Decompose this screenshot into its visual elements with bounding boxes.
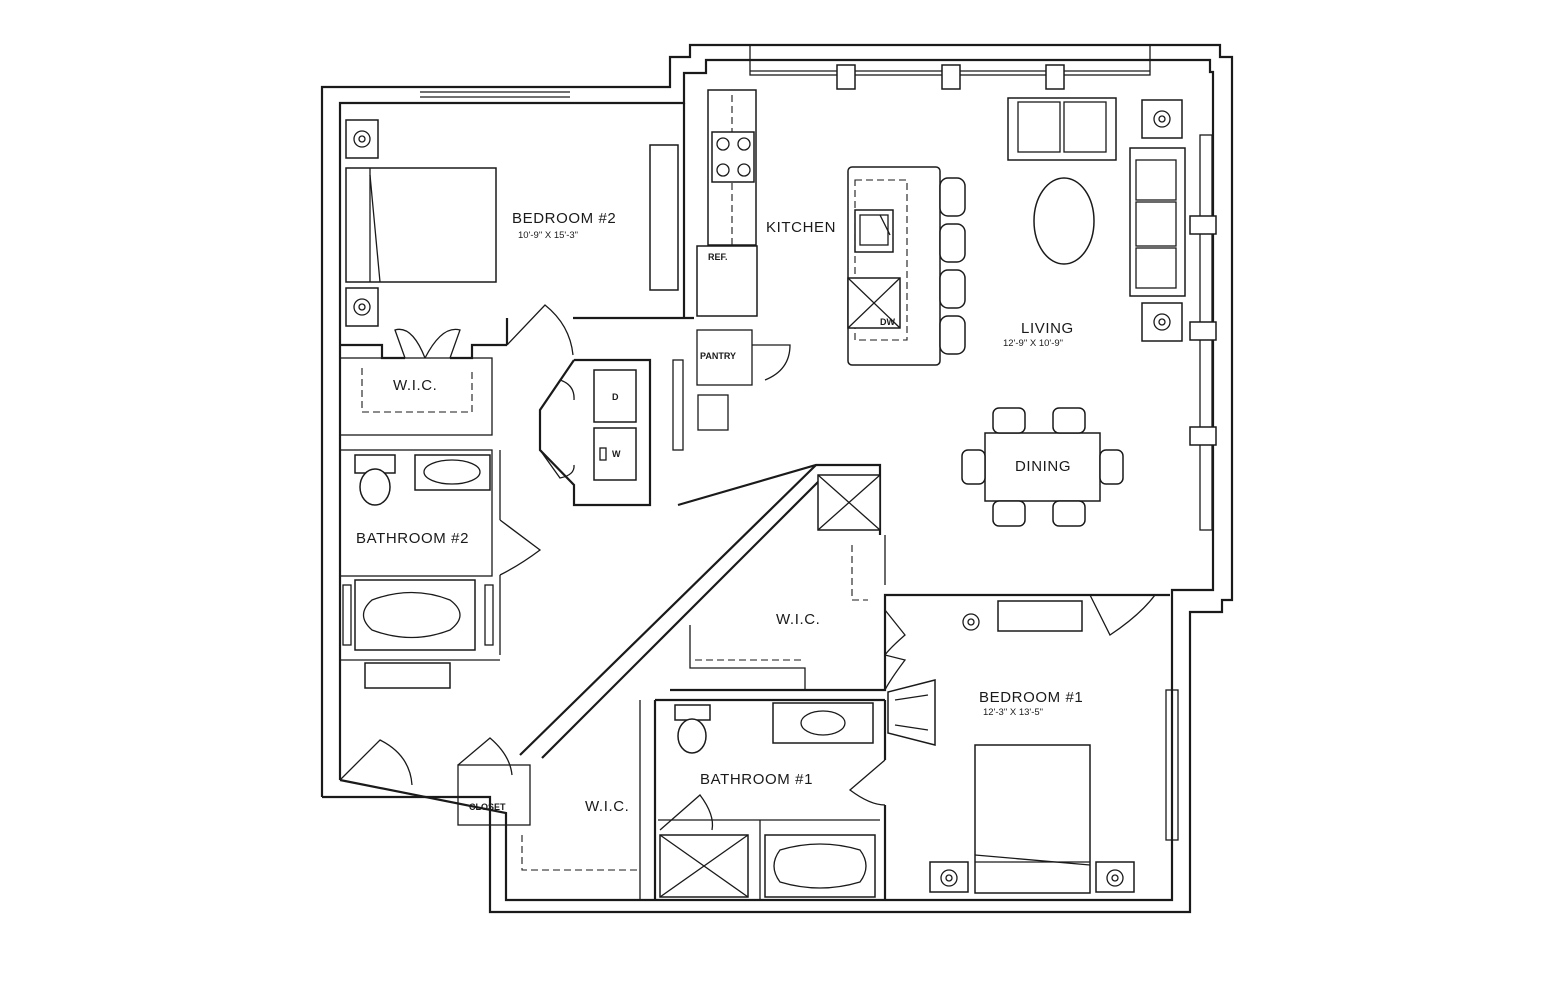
kitchen-island bbox=[847, 166, 941, 366]
bathroom2-name: BATHROOM #2 bbox=[356, 530, 469, 547]
dresser bbox=[649, 144, 679, 291]
bedroom2-size: 10'-9" X 15'-3" bbox=[518, 230, 578, 241]
bed bbox=[974, 744, 1091, 894]
bedroom2-name: BEDROOM #2 bbox=[512, 210, 616, 227]
refrigerator bbox=[696, 245, 758, 317]
exterior-walls bbox=[320, 43, 1234, 914]
living-name: LIVING bbox=[1021, 320, 1074, 337]
wic-center-name: W.I.C. bbox=[776, 611, 820, 628]
kitchen-name: KITCHEN bbox=[766, 219, 836, 236]
dryer-label: D bbox=[612, 392, 619, 402]
pantry-label: PANTRY bbox=[700, 351, 736, 361]
bedroom1-size: 12'-3" X 13'-5" bbox=[983, 707, 1043, 718]
living-dining-furniture bbox=[961, 97, 1186, 527]
bathroom1-fixtures bbox=[659, 702, 876, 898]
closet-label: CLOSET bbox=[469, 802, 506, 812]
bedroom1-furniture bbox=[887, 600, 1135, 894]
dishwasher-label: DW bbox=[880, 317, 895, 327]
interior-walls bbox=[339, 103, 1170, 900]
bathtub bbox=[764, 834, 876, 898]
bathroom1-name: BATHROOM #1 bbox=[700, 771, 813, 788]
laundry-fixtures: D W bbox=[593, 369, 637, 481]
sofa bbox=[1129, 147, 1186, 297]
washer bbox=[593, 427, 637, 481]
bathroom2-fixtures bbox=[342, 454, 494, 689]
dining-table bbox=[984, 432, 1101, 502]
bedroom2-furniture bbox=[345, 119, 679, 413]
dining-name: DINING bbox=[1015, 458, 1071, 475]
wic-bottom-name: W.I.C. bbox=[585, 798, 629, 815]
bed bbox=[345, 167, 497, 283]
center-closet bbox=[695, 474, 881, 661]
kitchen-fixtures: REF. PANTRY DW bbox=[672, 89, 966, 451]
room-labels: BEDROOM #2 10'-9" X 15'-3" KITCHEN LIVIN… bbox=[356, 210, 1083, 815]
bedroom1-name: BEDROOM #1 bbox=[979, 689, 1083, 706]
nightstand bbox=[345, 119, 379, 159]
wic-top-left-name: W.I.C. bbox=[393, 377, 437, 394]
dryer bbox=[593, 369, 637, 423]
washer-label: W bbox=[612, 449, 621, 459]
refrigerator-label: REF. bbox=[708, 252, 728, 262]
living-size: 12'-9" X 10'-9" bbox=[1003, 338, 1063, 349]
loveseat bbox=[1007, 97, 1117, 161]
nightstand bbox=[345, 287, 379, 327]
coffee-table bbox=[1033, 177, 1095, 265]
door-swings bbox=[339, 304, 1156, 831]
dresser bbox=[997, 600, 1083, 632]
